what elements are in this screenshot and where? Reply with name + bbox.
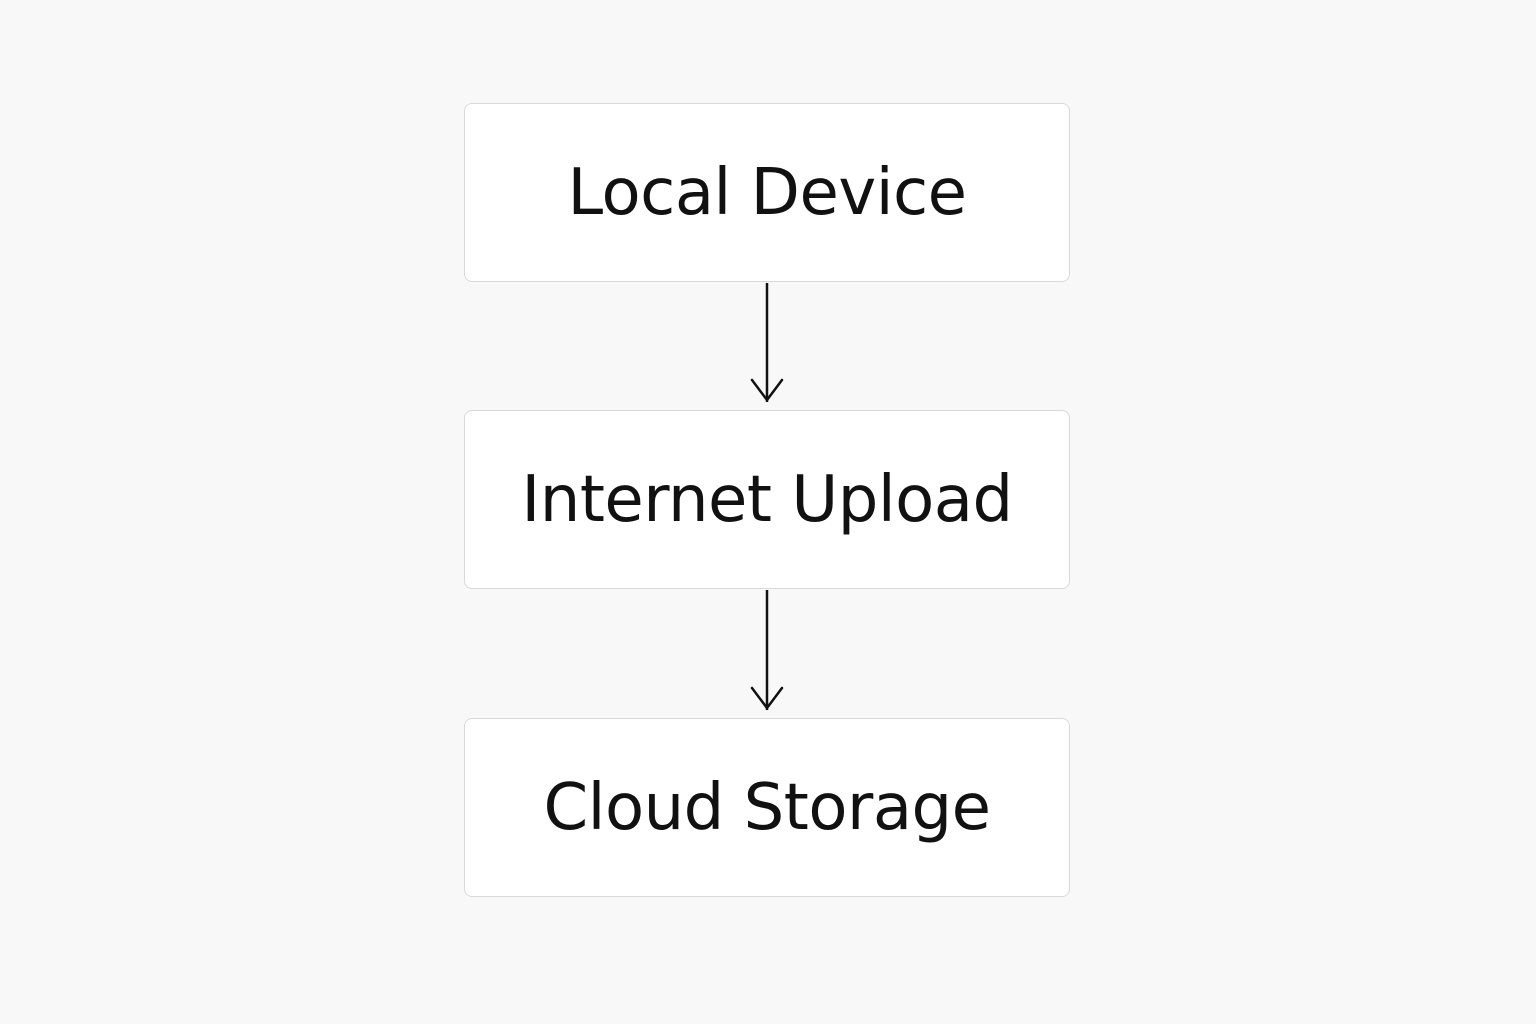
node-label: Cloud Storage [543, 770, 991, 845]
arrow-head-icon [750, 686, 784, 710]
node-cloud-storage: Cloud Storage [464, 718, 1070, 897]
arrow-internet-upload-to-cloud-storage [750, 590, 784, 710]
node-internet-upload: Internet Upload [464, 410, 1070, 589]
node-label: Internet Upload [521, 462, 1013, 537]
arrow-local-device-to-internet-upload [750, 283, 784, 402]
node-local-device: Local Device [464, 103, 1070, 282]
arrow-head-icon [750, 378, 784, 402]
node-label: Local Device [567, 155, 967, 230]
